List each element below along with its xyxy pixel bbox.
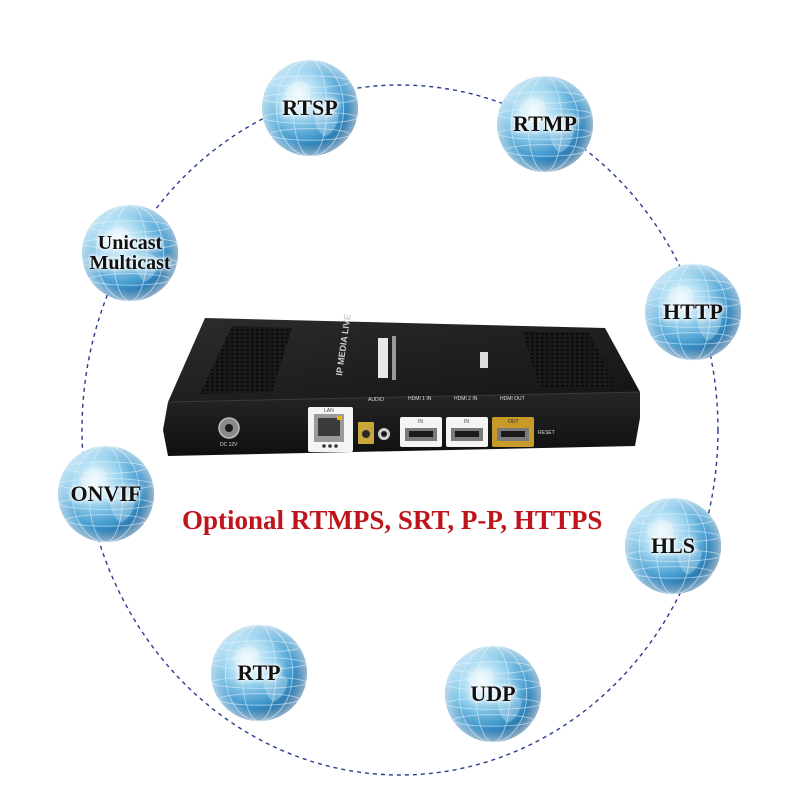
dc-power-jack — [218, 417, 240, 439]
protocol-label-onvif: ONVIF — [71, 483, 142, 505]
hdmi-out-port — [492, 417, 534, 447]
protocol-label-line: HLS — [650, 533, 696, 558]
globe-http — [645, 263, 741, 361]
hdmi-out-out: OUT — [508, 419, 519, 425]
globe-hls — [625, 497, 721, 595]
protocol-label-line: ONVIF — [70, 481, 142, 506]
encoder-device: IP MEDIA LIVE — [163, 313, 641, 456]
reset-label: RESET — [538, 430, 555, 436]
protocol-label-rtmp: RTMP — [513, 113, 577, 135]
lan-port — [308, 407, 353, 452]
top-label-strip — [378, 338, 388, 378]
audio-label: AUDIO — [368, 397, 384, 403]
lan-label: LAN — [324, 408, 334, 414]
protocol-label-hls: HLS — [651, 535, 695, 557]
protocol-label-rtp: RTP — [237, 662, 280, 684]
protocol-label-http: HTTP — [663, 301, 723, 323]
protocol-globes — [58, 59, 741, 743]
dc-label: DC 12V — [220, 442, 238, 448]
hdmi-in-2-label: HDMI 2 IN — [454, 396, 478, 402]
hdmi-in-2-port — [446, 417, 488, 447]
protocol-label-line: Multicast — [89, 252, 171, 274]
globe-rtmp — [497, 75, 593, 173]
connection-ring — [81, 84, 719, 776]
globe-rtp — [211, 624, 307, 722]
protocol-label-line: RTMP — [513, 111, 577, 136]
hdmi-out-label: HDMI OUT — [500, 396, 525, 402]
protocol-label-rtsp: RTSP — [282, 97, 337, 119]
protocol-label-line: HTTP — [663, 299, 723, 324]
hdmi-in-1-port — [400, 417, 442, 447]
globe-udp — [445, 645, 541, 743]
audio-jacks — [358, 422, 390, 444]
hdmi-in-2-in: IN — [464, 419, 469, 425]
vent-left — [200, 326, 292, 394]
protocol-label-line: Unicast — [97, 232, 163, 254]
optional-protocols-text: Optional RTMPS, SRT, P-P, HTTPS — [182, 505, 603, 535]
hdmi-in-1-in: IN — [418, 419, 423, 425]
protocol-label-line: UDP — [470, 681, 516, 706]
vent-right — [522, 331, 616, 389]
globe-onvif — [58, 445, 154, 543]
globe-rtsp — [262, 59, 358, 157]
protocol-label-line: RTP — [237, 660, 281, 685]
protocol-label-line: RTSP — [282, 95, 338, 120]
protocol-label-udp: UDP — [470, 683, 515, 705]
hdmi-in-1-label: HDMI 1 IN — [408, 396, 432, 402]
globe-unicast-multicast — [82, 204, 178, 302]
